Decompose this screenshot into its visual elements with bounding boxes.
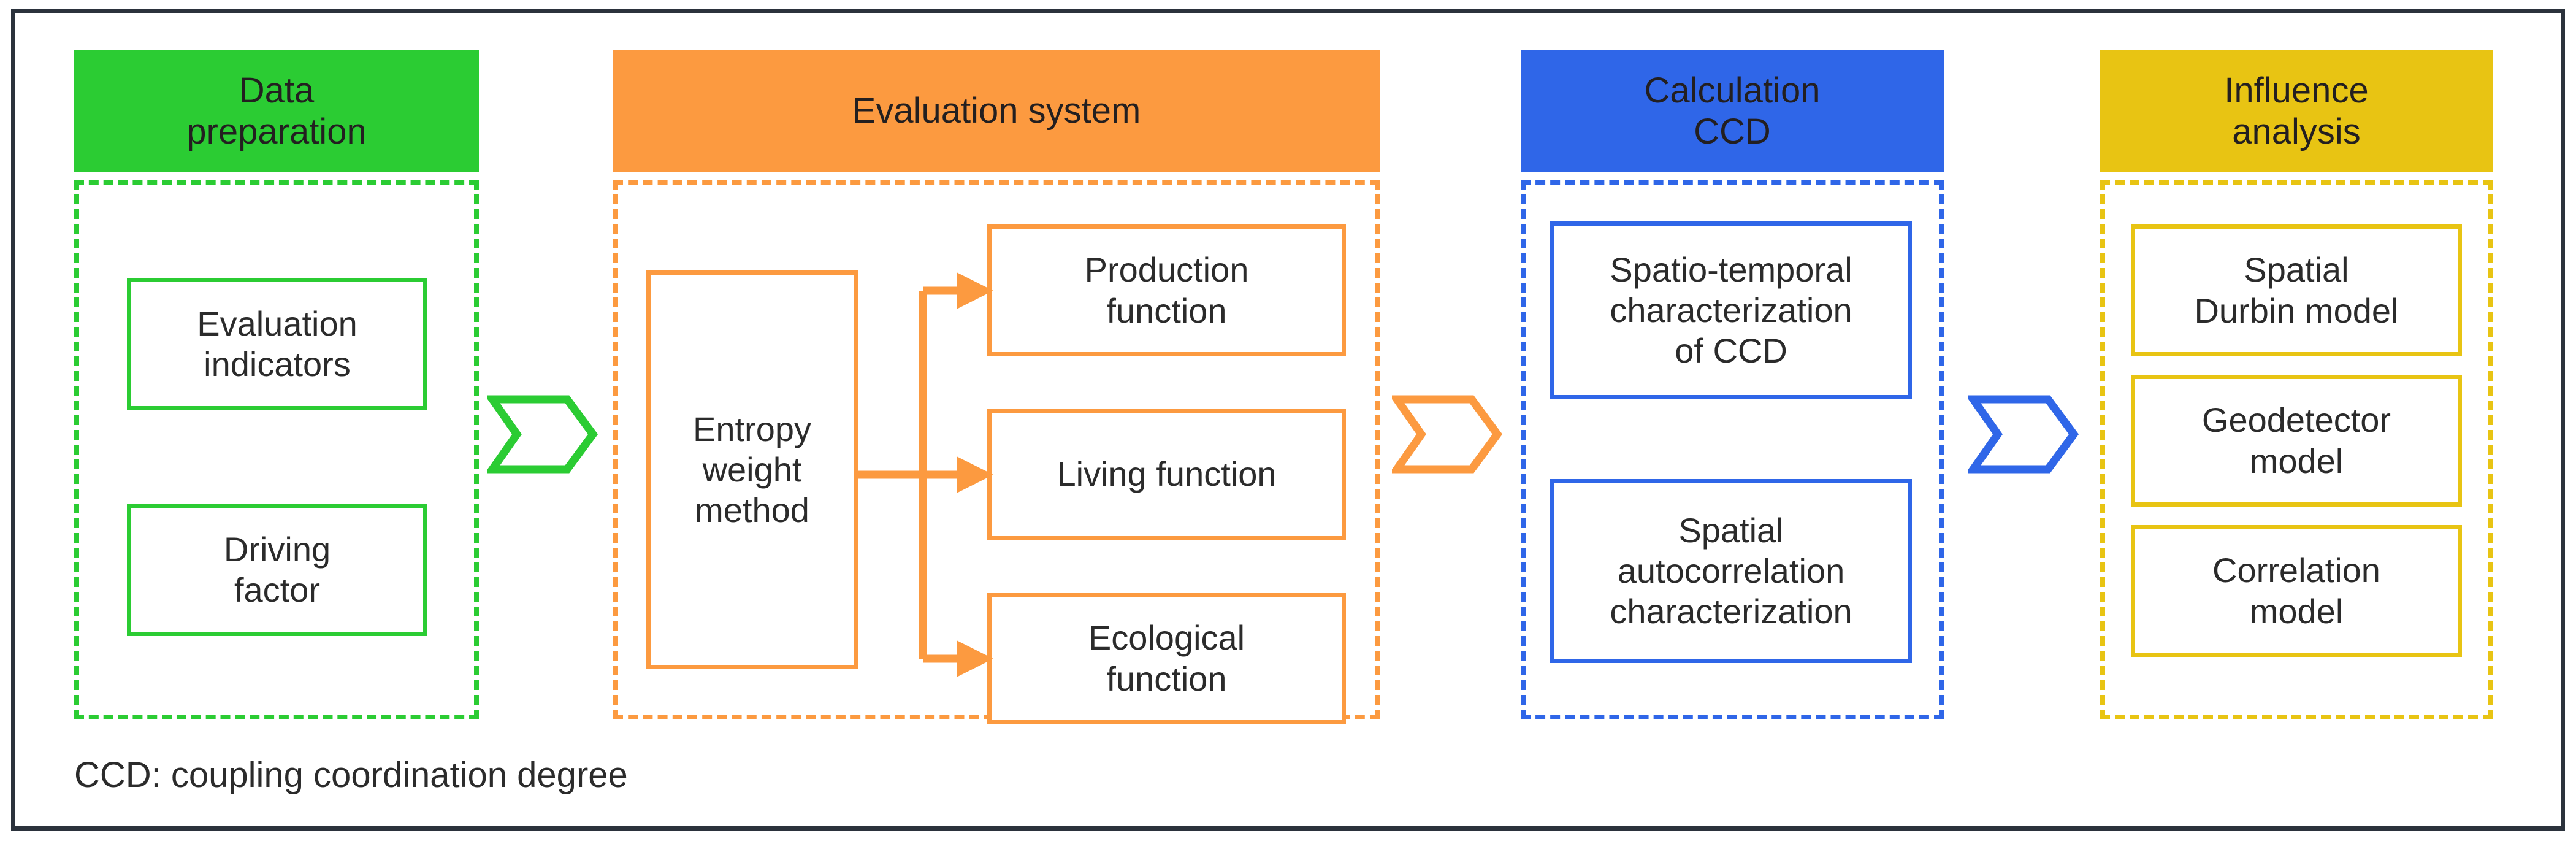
node-correlation-model[interactable]: Correlation model (2131, 525, 2462, 657)
node-evaluation-indicators[interactable]: Evaluation indicators (127, 278, 427, 410)
connector-orange-to-blue (1392, 394, 1502, 474)
node-production-function[interactable]: Production function (987, 224, 1346, 356)
connector-blue-to-yellow (1968, 394, 2079, 474)
node-driving-factor[interactable]: Driving factor (127, 504, 427, 636)
stage-header-data-preparation: Data preparation (74, 50, 479, 172)
stage-header-calculation-ccd: Calculation CCD (1521, 50, 1944, 172)
node-spatio-temporal-characterization[interactable]: Spatio-temporal characterization of CCD (1550, 221, 1912, 399)
stage-evaluation-system: Evaluation system Entropy weight method … (613, 50, 1380, 724)
diagram-outer-frame: Data preparation Evaluation indicators D… (11, 9, 2565, 831)
stage-influence-analysis: Influence analysis Spatial Durbin model … (2100, 50, 2493, 724)
node-spatial-durbin-model[interactable]: Spatial Durbin model (2131, 224, 2462, 356)
stage-calculation-ccd: Calculation CCD Spatio-temporal characte… (1521, 50, 1944, 724)
stage-header-influence-analysis: Influence analysis (2100, 50, 2493, 172)
footnote-ccd-legend: CCD: coupling coordination degree (74, 755, 628, 795)
node-entropy-weight-method[interactable]: Entropy weight method (646, 270, 858, 669)
node-living-function[interactable]: Living function (987, 409, 1346, 540)
branch-entropy-to-functions (855, 218, 996, 740)
stage-data-preparation: Data preparation Evaluation indicators D… (74, 50, 479, 724)
node-spatial-autocorrelation-characterization[interactable]: Spatial autocorrelation characterization (1550, 479, 1912, 663)
stage-body-data-preparation (74, 180, 479, 719)
connector-green-to-orange (487, 394, 598, 474)
node-ecological-function[interactable]: Ecological function (987, 593, 1346, 724)
stage-header-evaluation-system: Evaluation system (613, 50, 1380, 172)
stage-body-calculation-ccd (1521, 180, 1944, 719)
node-geodetector-model[interactable]: Geodetector model (2131, 375, 2462, 507)
stage-body-influence-analysis (2100, 180, 2493, 719)
